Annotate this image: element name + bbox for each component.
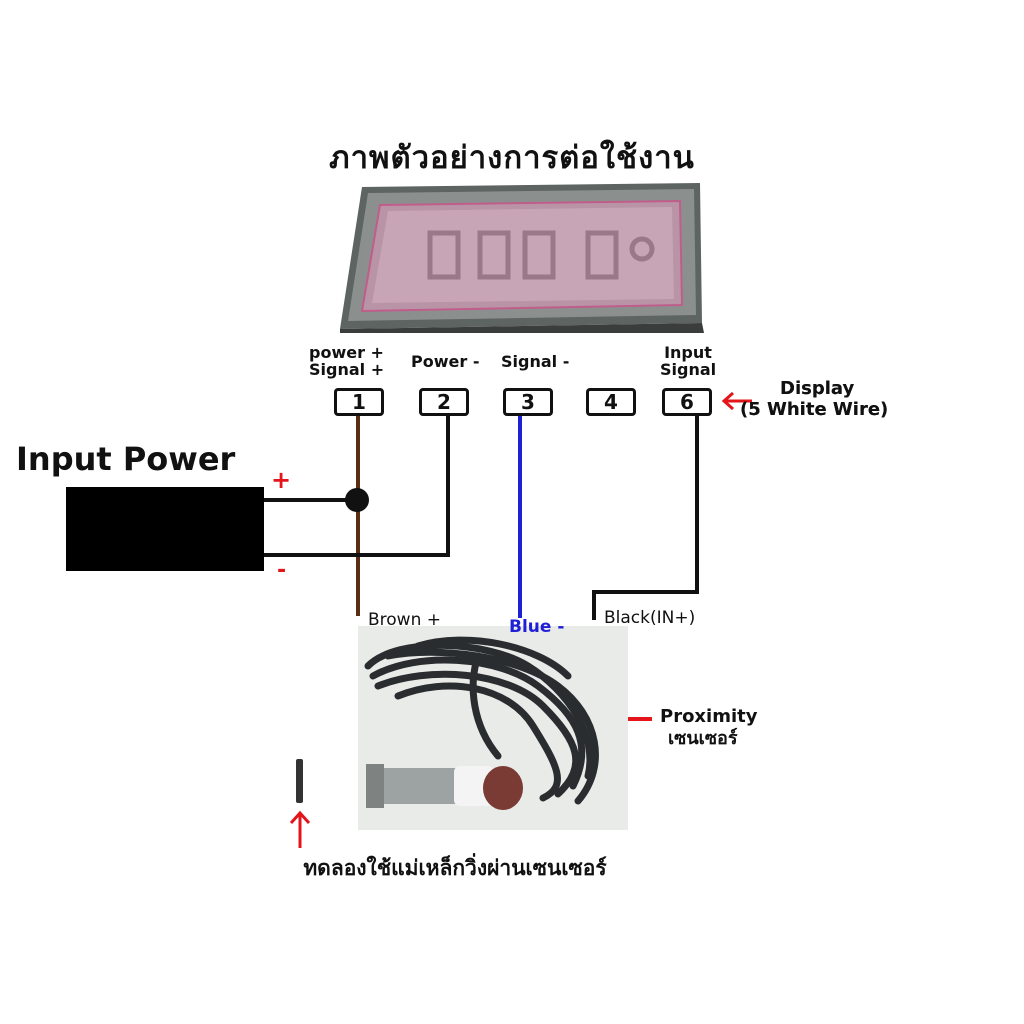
proximity-sensor-note: Proximity เซนเซอร์ [660,706,758,749]
terminal-6: 6 [662,388,712,416]
power-minus-wire [264,414,450,557]
up-arrow-icon [289,810,311,825]
magnet-icon [296,759,303,803]
terminal-6-label: Input Signal [660,343,717,379]
proximity-sensor-photo [358,626,628,830]
brown-wire-label: Brown + [368,610,442,630]
magnet-test-note: ทดลองใช้แม่เหล็กวิ่งผ่านเซนเซอร์ [303,856,607,880]
terminal-3-label: Signal - [501,352,570,371]
input-power-label: Input Power [16,440,236,478]
led-display-unit [340,183,704,333]
display-digits [427,230,655,280]
terminal-2: 2 [419,388,469,416]
diagram-title: ภาพตัวอย่างการต่อใช้งาน [329,140,695,176]
terminal-2-label: Power - [411,352,480,371]
black-wire-label: Black(IN+) [604,608,696,628]
terminal-3: 3 [503,388,553,416]
sensor-cable-icon [364,636,599,810]
junction-node [345,488,369,512]
black-wire [592,414,699,620]
terminal-1: 1 [334,388,384,416]
display-arrow-icon [721,391,734,411]
plus-sign: + [271,466,292,494]
terminal-4: 4 [586,388,636,416]
blue-wire-label: Blue - [509,617,565,637]
terminal-1-label: power + Signal + [309,343,385,379]
minus-sign: - [277,558,287,583]
power-supply-block [66,487,264,571]
display-note: Display (5 White Wire) [740,378,889,420]
